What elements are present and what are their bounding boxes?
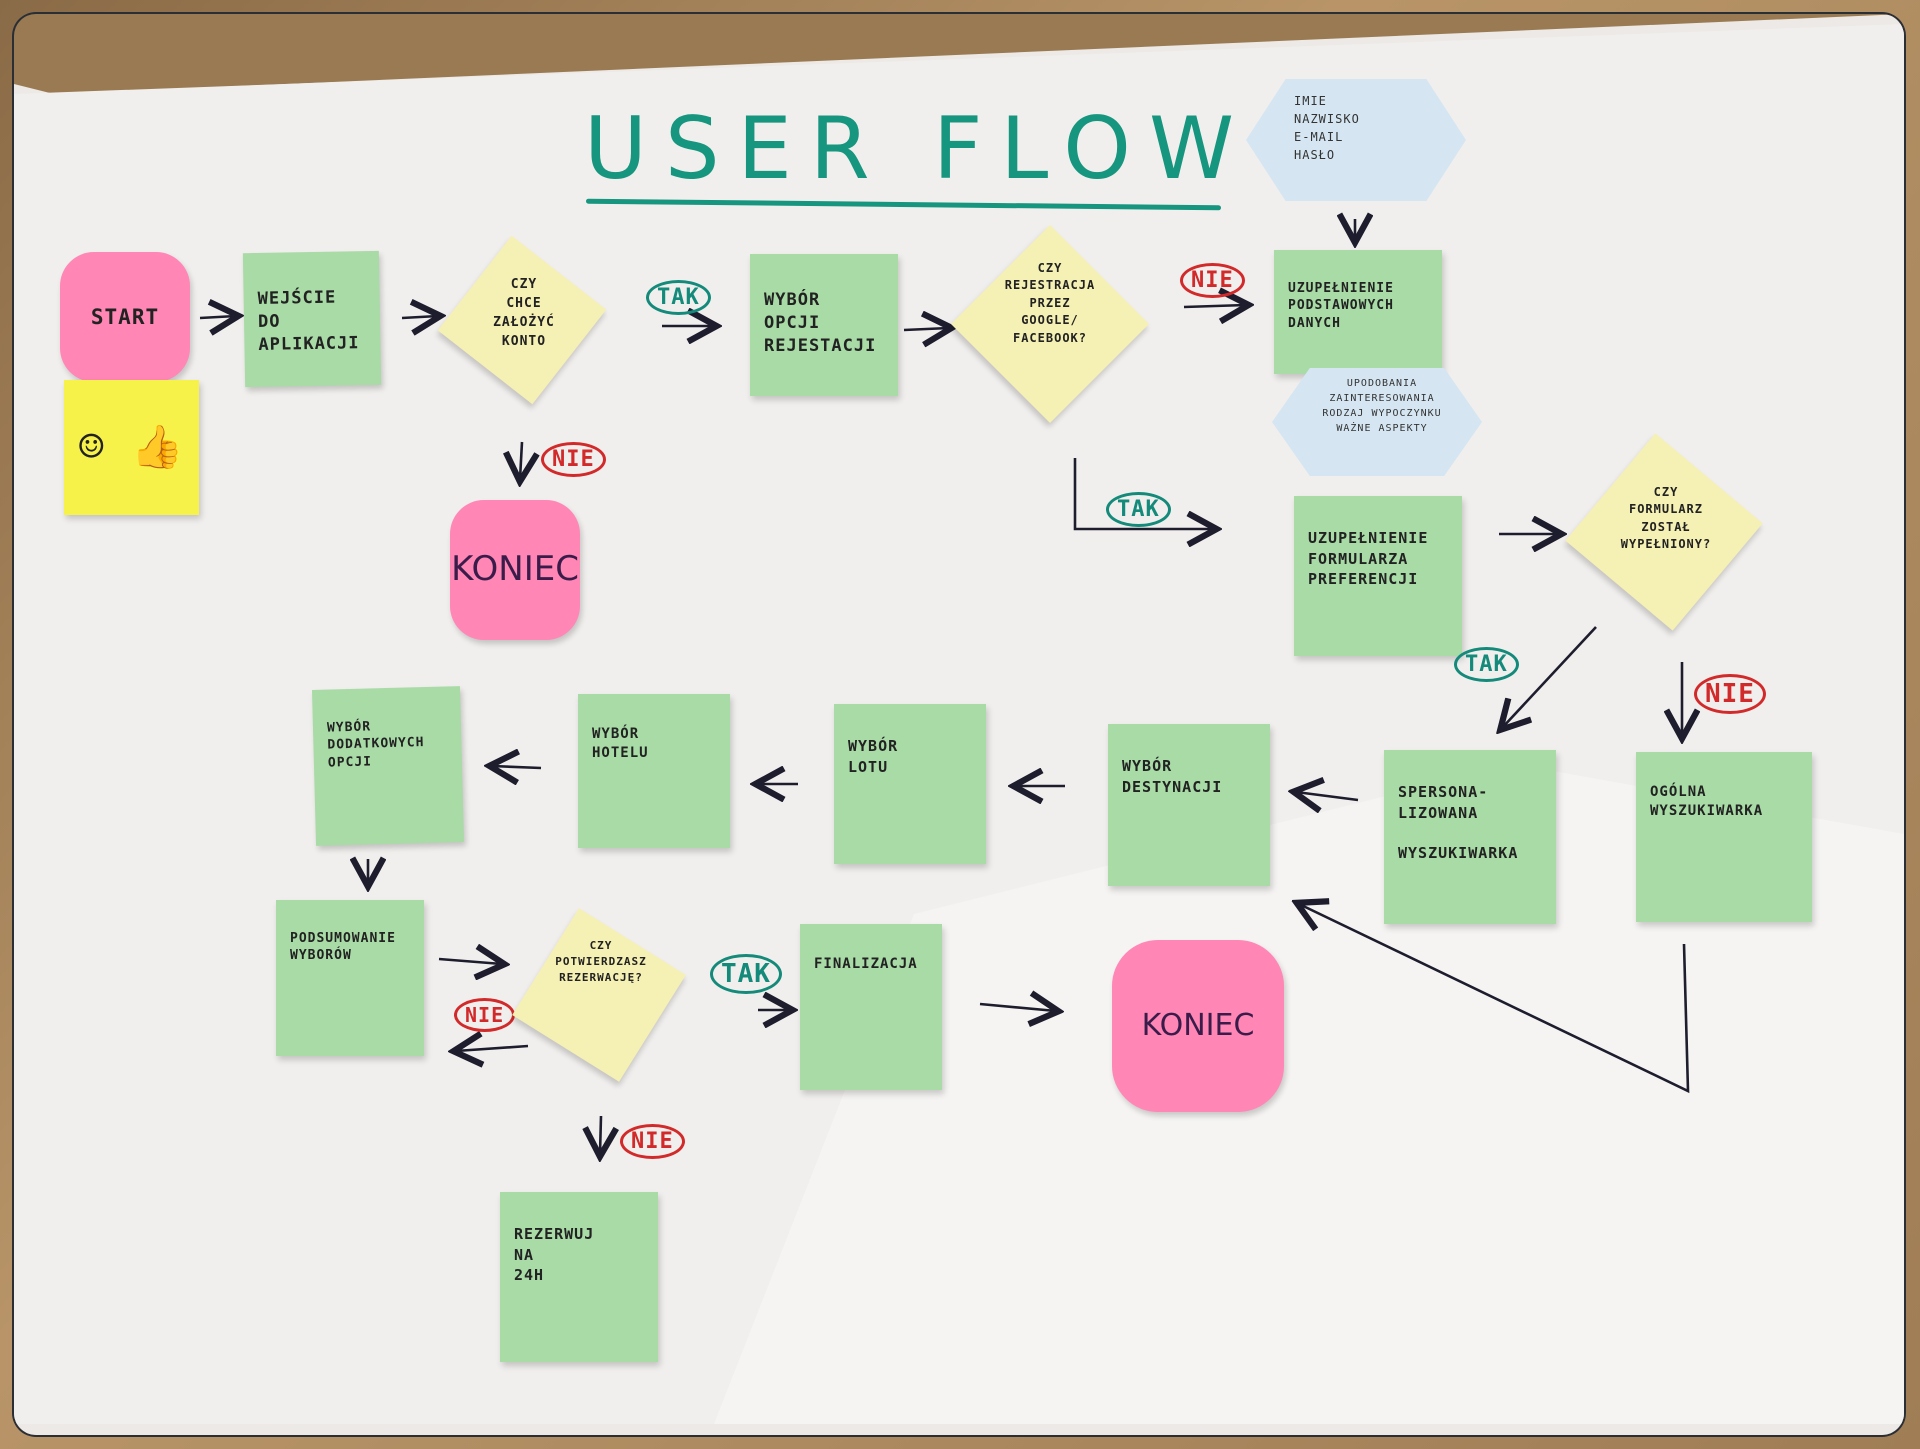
node-rezerwuj-label: REZERWUJ NA 24H	[514, 1225, 595, 1284]
node-wybor-dodatkowych-label: WYBÓR DODATKOWYCH OPCJI	[326, 718, 425, 771]
node-hex-preferencje-label: UPODOBANIA ZAINTERESOWANIA RODZAJ WYPOCZ…	[1322, 378, 1442, 434]
node-wybor-lotu: WYBÓR LOTU	[834, 704, 986, 864]
node-start-label: START	[90, 304, 160, 329]
badge-nie-1: NIE	[541, 442, 606, 477]
badge-tak-1: TAK	[646, 280, 711, 315]
diagram-title: USER FLOW	[584, 99, 1253, 199]
node-wybor-destynacji-label: WYBÓR DESTYNACJI	[1122, 757, 1223, 796]
smiley-thumbs-up-icon: ☺ 👍	[78, 422, 185, 472]
node-czy-rejestracja-label: CZY REJESTRACJA PRZEZ GOOGLE/ FACEBOOK?	[1004, 261, 1096, 345]
node-koniec-2-label: KONIEC	[1141, 1007, 1255, 1043]
node-finalizacja: FINALIZACJA	[800, 924, 942, 1090]
node-ogolna: OGÓLNA WYSZUKIWARKA	[1636, 752, 1812, 922]
arrow-start-wejscie	[199, 316, 236, 318]
badge-nie-2: NIE	[1180, 263, 1245, 298]
node-czy-potwierdzasz-label: CZY POTWIERDZASZ REZERWACJĘ?	[555, 939, 647, 984]
node-rezerwuj: REZERWUJ NA 24H	[500, 1192, 658, 1362]
node-wejscie: WEJŚCIE DO APLIKACJI	[242, 250, 382, 388]
node-koniec-1-label: KONIEC	[451, 549, 579, 590]
node-spersonalizowana: SPERSONA- LIZOWANA WYSZUKIWARKA	[1384, 750, 1556, 924]
node-czy-chce-label: CZY CHCE ZAŁOŻYĆ KONTO	[493, 277, 555, 349]
node-ogolna-label: OGÓLNA WYSZUKIWARKA	[1650, 783, 1764, 819]
badge-tak-3: TAK	[1454, 647, 1519, 682]
node-koniec-2: KONIEC	[1112, 940, 1284, 1112]
node-hex-preferencje	[1272, 368, 1482, 476]
node-koniec-1: KONIEC	[450, 500, 580, 640]
node-wybor-lotu-label: WYBÓR LOTU	[848, 737, 899, 776]
badge-nie-3: NIE	[1694, 674, 1766, 714]
node-spersonalizowana-label: SPERSONA- LIZOWANA WYSZUKIWARKA	[1398, 783, 1519, 862]
badge-nie-4: NIE	[454, 998, 516, 1032]
photo-frame: USER FLOW START ☺ 👍 WEJŚCIE DO APLIKACJI…	[14, 14, 1904, 1435]
node-wybor-hotelu-label: WYBÓR HOTELU	[592, 725, 649, 761]
node-wybor-hotelu: WYBÓR HOTELU	[578, 694, 730, 848]
node-czy-formularz-label: CZY FORMULARZ ZOSTAŁ WYPEŁNIONY?	[1620, 485, 1712, 552]
node-smiley: ☺ 👍	[64, 380, 199, 515]
node-start: START	[60, 252, 190, 382]
node-finalizacja-label: FINALIZACJA	[814, 955, 918, 972]
badge-tak-2: TAK	[1106, 492, 1171, 527]
node-podsumowanie: PODSUMOWANIE WYBORÓW	[276, 900, 424, 1056]
node-wybor-opcji: WYBÓR OPCJI REJESTACJI	[750, 254, 898, 396]
node-uzupelnienie-formularza: UZUPEŁNIENIE FORMULARZA PREFERENCJI	[1294, 496, 1462, 656]
node-wejscie-label: WEJŚCIE DO APLIKACJI	[257, 287, 360, 355]
node-hex-dane	[1246, 79, 1466, 201]
node-uzupelnienie-formularza-label: UZUPEŁNIENIE FORMULARZA PREFERENCJI	[1308, 529, 1429, 588]
node-podsumowanie-label: PODSUMOWANIE WYBORÓW	[290, 930, 396, 964]
node-uzupelnienie-danych: UZUPEŁNIENIE PODSTAWOWYCH DANYCH	[1274, 250, 1442, 374]
node-uzupelnienie-danych-label: UZUPEŁNIENIE PODSTAWOWYCH DANYCH	[1288, 280, 1394, 331]
node-hex-dane-label: IMIE NAZWISKO E-MAIL HASŁO	[1294, 94, 1360, 162]
badge-tak-4: TAK	[710, 954, 782, 994]
node-wybor-dodatkowych: WYBÓR DODATKOWYCH OPCJI	[311, 686, 465, 846]
badge-nie-5: NIE	[620, 1124, 685, 1159]
node-wybor-destynacji: WYBÓR DESTYNACJI	[1108, 724, 1270, 886]
node-wybor-opcji-label: WYBÓR OPCJI REJESTACJI	[764, 289, 877, 356]
